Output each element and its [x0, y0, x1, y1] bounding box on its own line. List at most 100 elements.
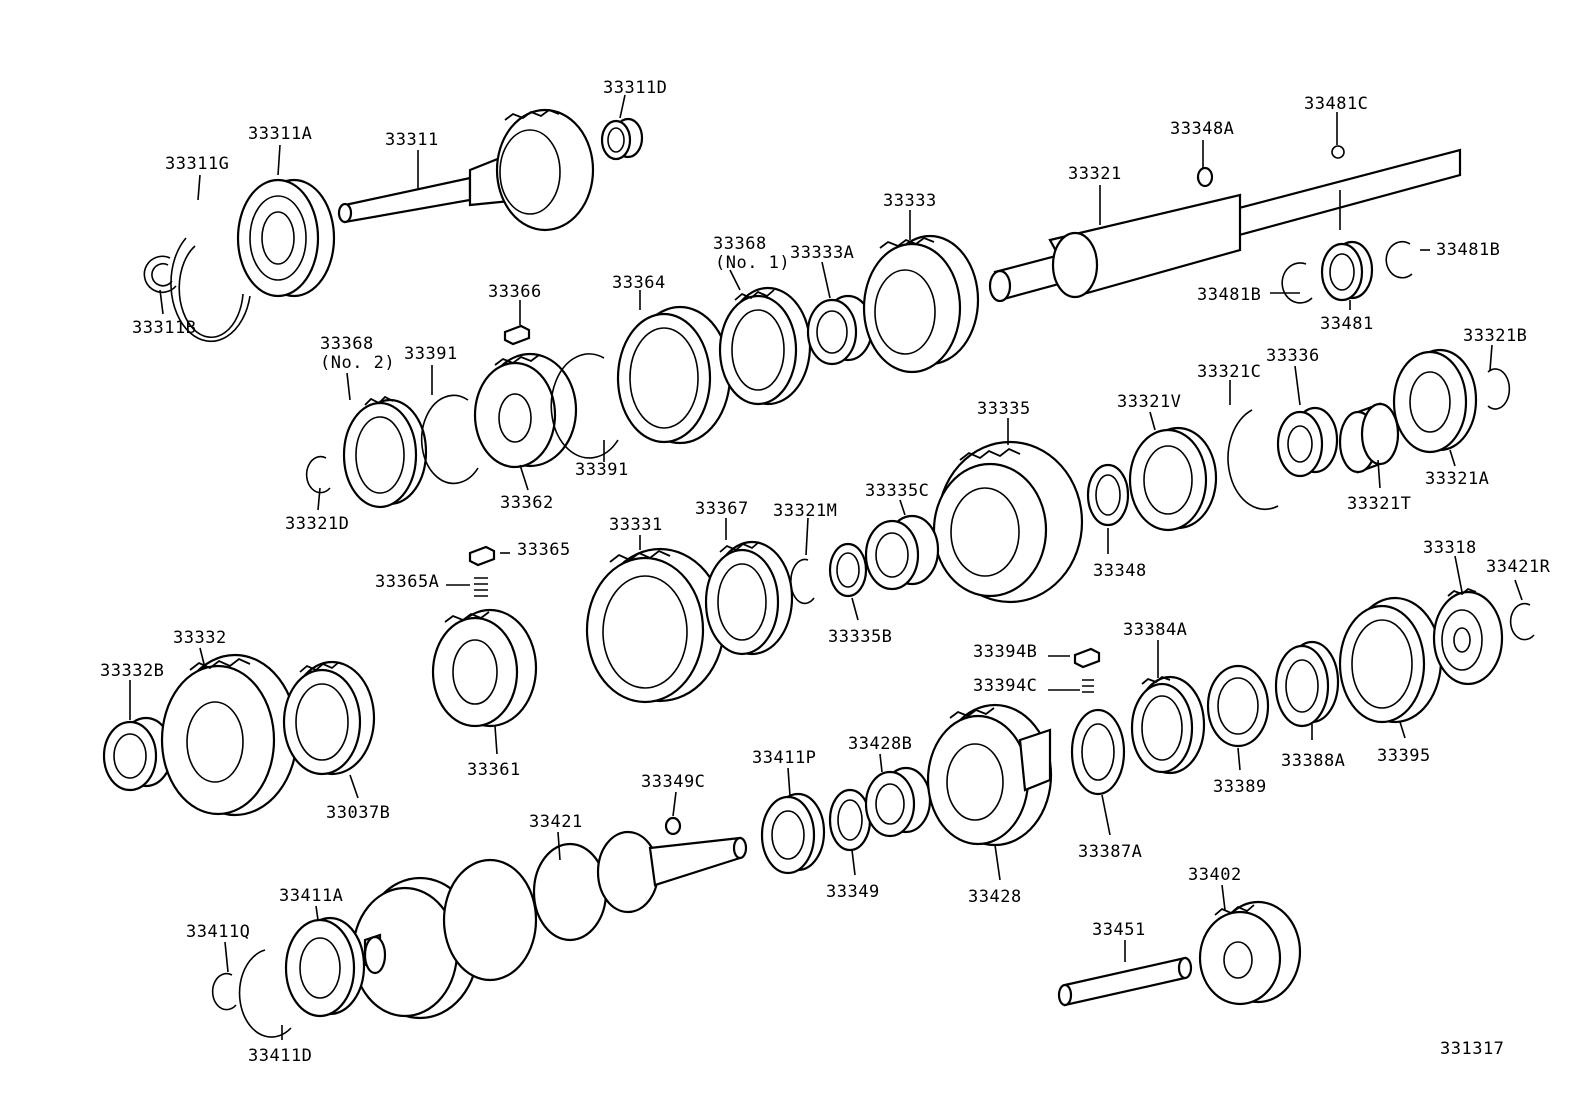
needle-bearing-33428B: [864, 766, 932, 838]
label-33428B: 33428B: [848, 734, 912, 754]
label-33384A: 33384A: [1123, 620, 1187, 640]
label-33332B: 33332B: [100, 661, 164, 681]
label-33321C: 33321C: [1197, 362, 1261, 382]
snap-ring-33311G: [170, 237, 251, 343]
label-33335B: 33335B: [828, 627, 892, 647]
bearing-33321A: [1392, 348, 1478, 454]
hub-33362: [473, 352, 578, 469]
snap-ring-33411Q: [211, 972, 237, 1011]
label-33311A: 33311A: [248, 124, 312, 144]
bearing-33411A: [284, 916, 366, 1018]
label-33321M: 33321M: [773, 501, 837, 521]
spring-33389: [1206, 664, 1270, 748]
label-33402: 33402: [1188, 865, 1242, 885]
label-33368-no2-sub: (No. 2): [320, 353, 395, 373]
snap-ring-33421R: [1509, 602, 1535, 641]
snap-ring-33321D: [305, 455, 331, 494]
label-33335C: 33335C: [865, 481, 929, 501]
needle-bearing-33333A: [806, 294, 874, 366]
label-33321A: 33321A: [1425, 469, 1489, 489]
label-33421: 33421: [529, 812, 583, 832]
label-33311D: 33311D: [603, 78, 667, 98]
spring-33394C: [1082, 679, 1094, 693]
snap-ring-33321B: [1487, 368, 1511, 410]
gear-33428: [926, 703, 1053, 847]
label-33365A: 33365A: [375, 572, 439, 592]
label-33391-left: 33391: [404, 344, 458, 364]
label-33364: 33364: [612, 273, 666, 293]
label-33333: 33333: [883, 191, 937, 211]
gear-33318: [1432, 587, 1504, 686]
label-33391-right: 33391: [575, 460, 629, 480]
hub-33387A: [1070, 708, 1126, 796]
label-33362: 33362: [500, 493, 554, 513]
synchro-ring-33367: [704, 540, 794, 656]
sleeve-33364: [616, 305, 732, 445]
label-33451: 33451: [1092, 920, 1146, 940]
key-33365: [468, 545, 496, 567]
label-33349: 33349: [826, 882, 880, 902]
label-33333A: 33333A: [790, 243, 854, 263]
label-33481: 33481: [1320, 314, 1374, 334]
main-shaft-33321: [988, 148, 1462, 303]
input-shaft-33311: [337, 108, 595, 232]
label-33311G: 33311G: [165, 154, 229, 174]
label-33411A: 33411A: [279, 886, 343, 906]
label-33311: 33311: [385, 130, 439, 150]
bearing-33321V: [1128, 426, 1218, 532]
bearing-33481: [1320, 240, 1374, 302]
label-33321B: 33321B: [1463, 326, 1527, 346]
shaft-33451: [1057, 956, 1193, 1007]
label-33389: 33389: [1213, 777, 1267, 797]
synchro-ring-33368-no2: [342, 395, 428, 509]
label-33395: 33395: [1377, 746, 1431, 766]
collar-33321T: [1338, 402, 1400, 474]
label-33368-no1: 33368: [713, 234, 767, 254]
key-33366: [503, 324, 531, 346]
label-33411Q: 33411Q: [186, 922, 250, 942]
label-33388A: 33388A: [1281, 751, 1345, 771]
pin-33349C: [664, 816, 682, 836]
washer-33335B: [828, 542, 868, 598]
label-33321: 33321: [1068, 164, 1122, 184]
label-33318: 33318: [1423, 538, 1477, 558]
snap-ring-33311B: [143, 255, 177, 294]
label-33332: 33332: [173, 628, 227, 648]
spring-33365A: [474, 577, 488, 597]
label-33421R: 33421R: [1486, 557, 1551, 577]
label-33411P: 33411P: [752, 748, 816, 768]
label-33311B: 33311B: [132, 318, 196, 338]
synchro-33388A: [1274, 640, 1340, 728]
label-33037B: 33037B: [326, 803, 390, 823]
label-33367: 33367: [695, 499, 749, 519]
label-33481B-right: 33481B: [1436, 240, 1500, 260]
label-33336: 33336: [1266, 346, 1320, 366]
bearing-33411P: [760, 792, 826, 875]
label-33321D: 33321D: [285, 514, 349, 534]
gear-33333: [862, 234, 980, 374]
label-33411D: 33411D: [248, 1046, 312, 1066]
counter-shaft-33421: [351, 830, 748, 1020]
label-33348: 33348: [1093, 561, 1147, 581]
label-33481B-left: 33481B: [1197, 285, 1261, 305]
spring-33391-right: [550, 353, 619, 459]
snap-ring-33481B-right: [1385, 240, 1413, 279]
label-33387A: 33387A: [1078, 842, 1142, 862]
label-33368-no1-sub: (No. 1): [715, 253, 790, 273]
label-33331: 33331: [609, 515, 663, 535]
washer-33348: [1086, 463, 1130, 527]
gear-33335: [932, 440, 1084, 604]
label-33394B: 33394B: [973, 642, 1037, 662]
sleeve-33395: [1338, 596, 1443, 724]
gear-33336: [1276, 406, 1339, 478]
bearing-33311A: [236, 178, 336, 298]
label-33365: 33365: [517, 540, 571, 560]
snap-ring-33321C: [1227, 409, 1279, 511]
pin-33348A: [1196, 166, 1214, 188]
label-33321V: 33321V: [1117, 392, 1181, 412]
synchro-ring-33384A: [1130, 675, 1206, 775]
hub-sleeve-33361: [431, 608, 538, 728]
leader-lines: [129, 94, 1523, 1040]
label-33366: 33366: [488, 282, 542, 302]
